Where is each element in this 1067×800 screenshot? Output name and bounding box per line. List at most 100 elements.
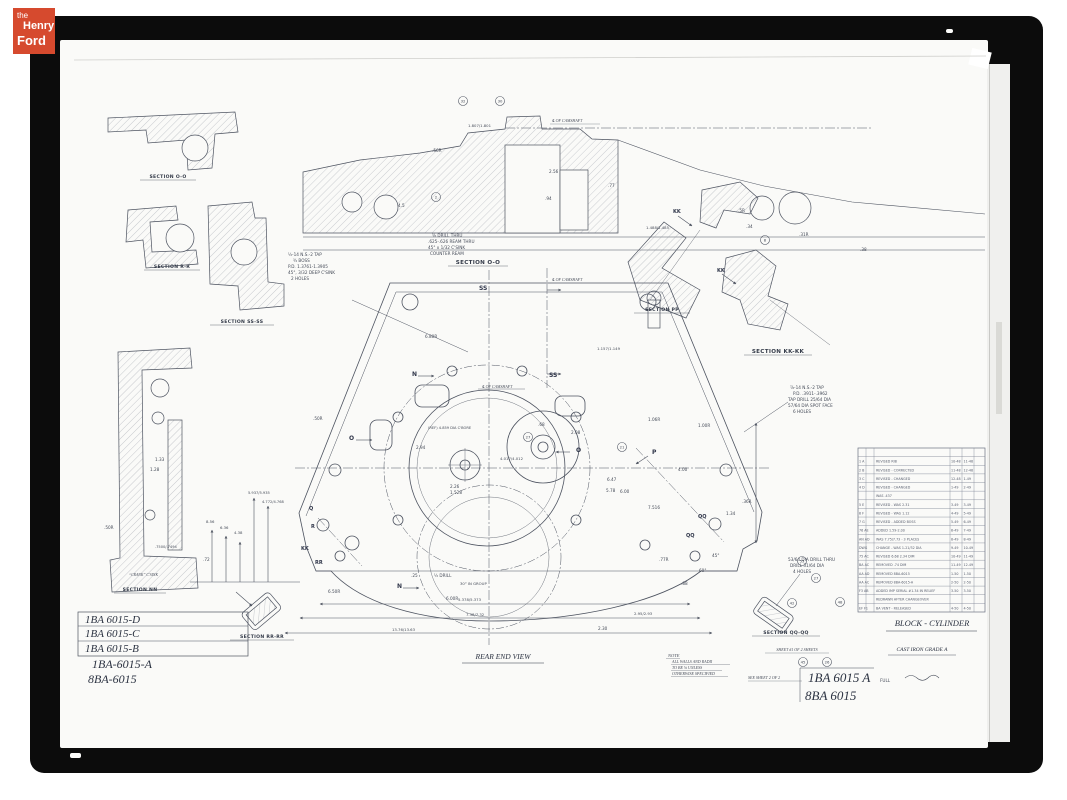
dimension-text: 2.95/2.93 [634,611,653,616]
dimension-text: 1.34 [726,511,736,516]
balloon-number: 8 [764,237,767,242]
revision-code: 6 F [859,511,864,515]
dimension-text: N [412,371,417,378]
revision-description: REMOVED .74 DIM [876,563,906,567]
dimension-text: .25 [411,573,418,578]
revision-code: 75 AC [859,555,869,559]
revision-code: 2 B [859,468,865,472]
dimension-text: 57/64 DIA SPOT FACE [788,403,833,408]
revision-date: 6-49 [951,529,958,533]
dimension-text: QQ [686,533,695,539]
revision-code: EF F1 [859,606,868,610]
dimension-text: 1.157/1.149 [597,346,621,351]
note-heading: NOTE [667,653,680,658]
part-number-secondary: 8BA 6015 [805,688,857,703]
dimension-text: 45°, 3/32 DEEP C'SINK [288,270,335,275]
dimension-text: KK [717,268,726,274]
dimension-text: .36R [742,499,752,504]
revision-date: 11-48 [964,460,974,464]
dimension-text: 6.36 [220,525,229,530]
dimension-text: .625-.626 REAM THRU [428,239,475,244]
dimension-text: .77 [608,183,615,188]
part-list-row: 1BA 6015-C [85,628,140,640]
revision-date: 2-50 [964,580,971,584]
dimension-text: 53/64 DIA DRILL THRU [788,557,835,562]
revision-date: 12-48 [964,468,974,472]
dimension-text: .50R [104,525,114,530]
revision-date: 3-49 [951,503,958,507]
dimension-text: .88 [681,581,688,586]
dimension-text: O [576,447,581,454]
balloon-number: 32 [461,98,466,103]
dimension-text: TAP DRILL 25/64 DIA [787,397,831,402]
part-number-primary: 1BA 6015 A [808,670,870,685]
drawing-title: BLOCK - CYLINDER [895,618,970,628]
revision-description: WAS .437 [876,494,892,498]
rear-end-view-drawing [295,268,770,645]
revision-date: 3-49 [964,503,971,507]
dimension-text: 13.76/13.63 [392,627,416,632]
dimension-text: 1.33 [155,457,165,462]
section-label-qqqq: SECTION QQ-QQ [763,630,809,636]
dimension-text: 2.26 [450,484,460,489]
revision-date: 3-50 [951,589,958,593]
dimension-text: SS [479,285,487,292]
approval-scribble [905,675,939,680]
dimension-text: “CRANK” C'SINK [129,572,158,577]
dimension-text: 4.38 [234,530,243,535]
note-line: OTHERWISE SPECIFIED [672,671,715,676]
revision-date: 6-49 [964,520,971,524]
revision-date: 1-50 [951,572,958,576]
revision-date: 11-49 [951,563,961,567]
dimension-text: 6.50R [328,589,340,594]
dimension-text: 5.937/5.935 [248,491,270,495]
dimension-text: .56R [432,148,442,153]
section-label-pp: SECTION PP [645,307,679,313]
revision-description: REVISED - CHANGED [876,486,911,490]
dimension-text: 8.56 [206,519,215,524]
dimension-text: 2.08 [571,430,581,435]
revision-description: CHANGE - WAS 1-21/32 DIA [876,546,922,550]
dimension-text: 6.00R [446,596,458,601]
revision-date: 12-49 [964,563,974,567]
revision-date: 5-49 [964,511,971,515]
dimension-text: .68 [538,422,545,427]
rear-end-view-label: REAR END VIEW [475,652,532,661]
dimension-text: 6.80R [425,334,437,339]
revision-description: REVISED - WAS 1.12 [876,511,909,515]
dimension-text: 1.06R [648,417,660,422]
revision-code: 76 AE [859,529,869,533]
revision-description: ADDED 1.59-2.00 [876,529,905,533]
balloon-number: 48 [838,599,843,604]
revision-date: 3-50 [964,589,971,593]
balloon-number: 45 [801,659,806,664]
revision-table: 1 AREVISED RIB10-4811-482 BREVISED - COR… [858,448,985,612]
dimension-text: 5.378/5.373 [458,597,482,602]
revision-code: F3 AB [859,589,869,593]
dimension-text: RR [315,560,323,566]
sheet-trim-line [74,56,986,60]
cl-camshaft-top-label: ℄ OF CAMSHAFT [552,118,583,123]
balloon-number: 26 [825,659,830,664]
revision-date: 1-50 [964,572,971,576]
part-list-row: 1BA-6015-A [92,657,153,671]
revision-date: 9-49 [951,546,958,550]
dimension-text: ¾ BOSS [293,258,310,263]
dimension-text: 2.56 [549,169,559,174]
balloon-number: 42 [790,600,795,605]
note-line: TO BE ⅛ UNLESS [672,665,702,670]
dimension-text: 60° [699,568,706,573]
dimension-text: .72 [203,557,210,562]
dimension-text: 1.528 [450,490,462,495]
revision-date: 4-49 [951,511,958,515]
pp-kk-section-views [628,182,830,345]
dimension-text: 6.47 [607,477,617,482]
dimension-text: COUNTER REAM [430,251,464,256]
dimension-text: 30° IN GROUP [460,581,487,586]
dimension-text: ½ DRILL [434,573,452,578]
dimension-text: 1.807/1.801 [468,123,492,128]
dimension-text: 1.00R [698,423,710,428]
revision-description: BA VENT - RELEASED [876,606,911,610]
dimension-text: (REF) 4.859 DIA C'BORE [428,426,472,430]
balloon-number: 30 [498,98,503,103]
